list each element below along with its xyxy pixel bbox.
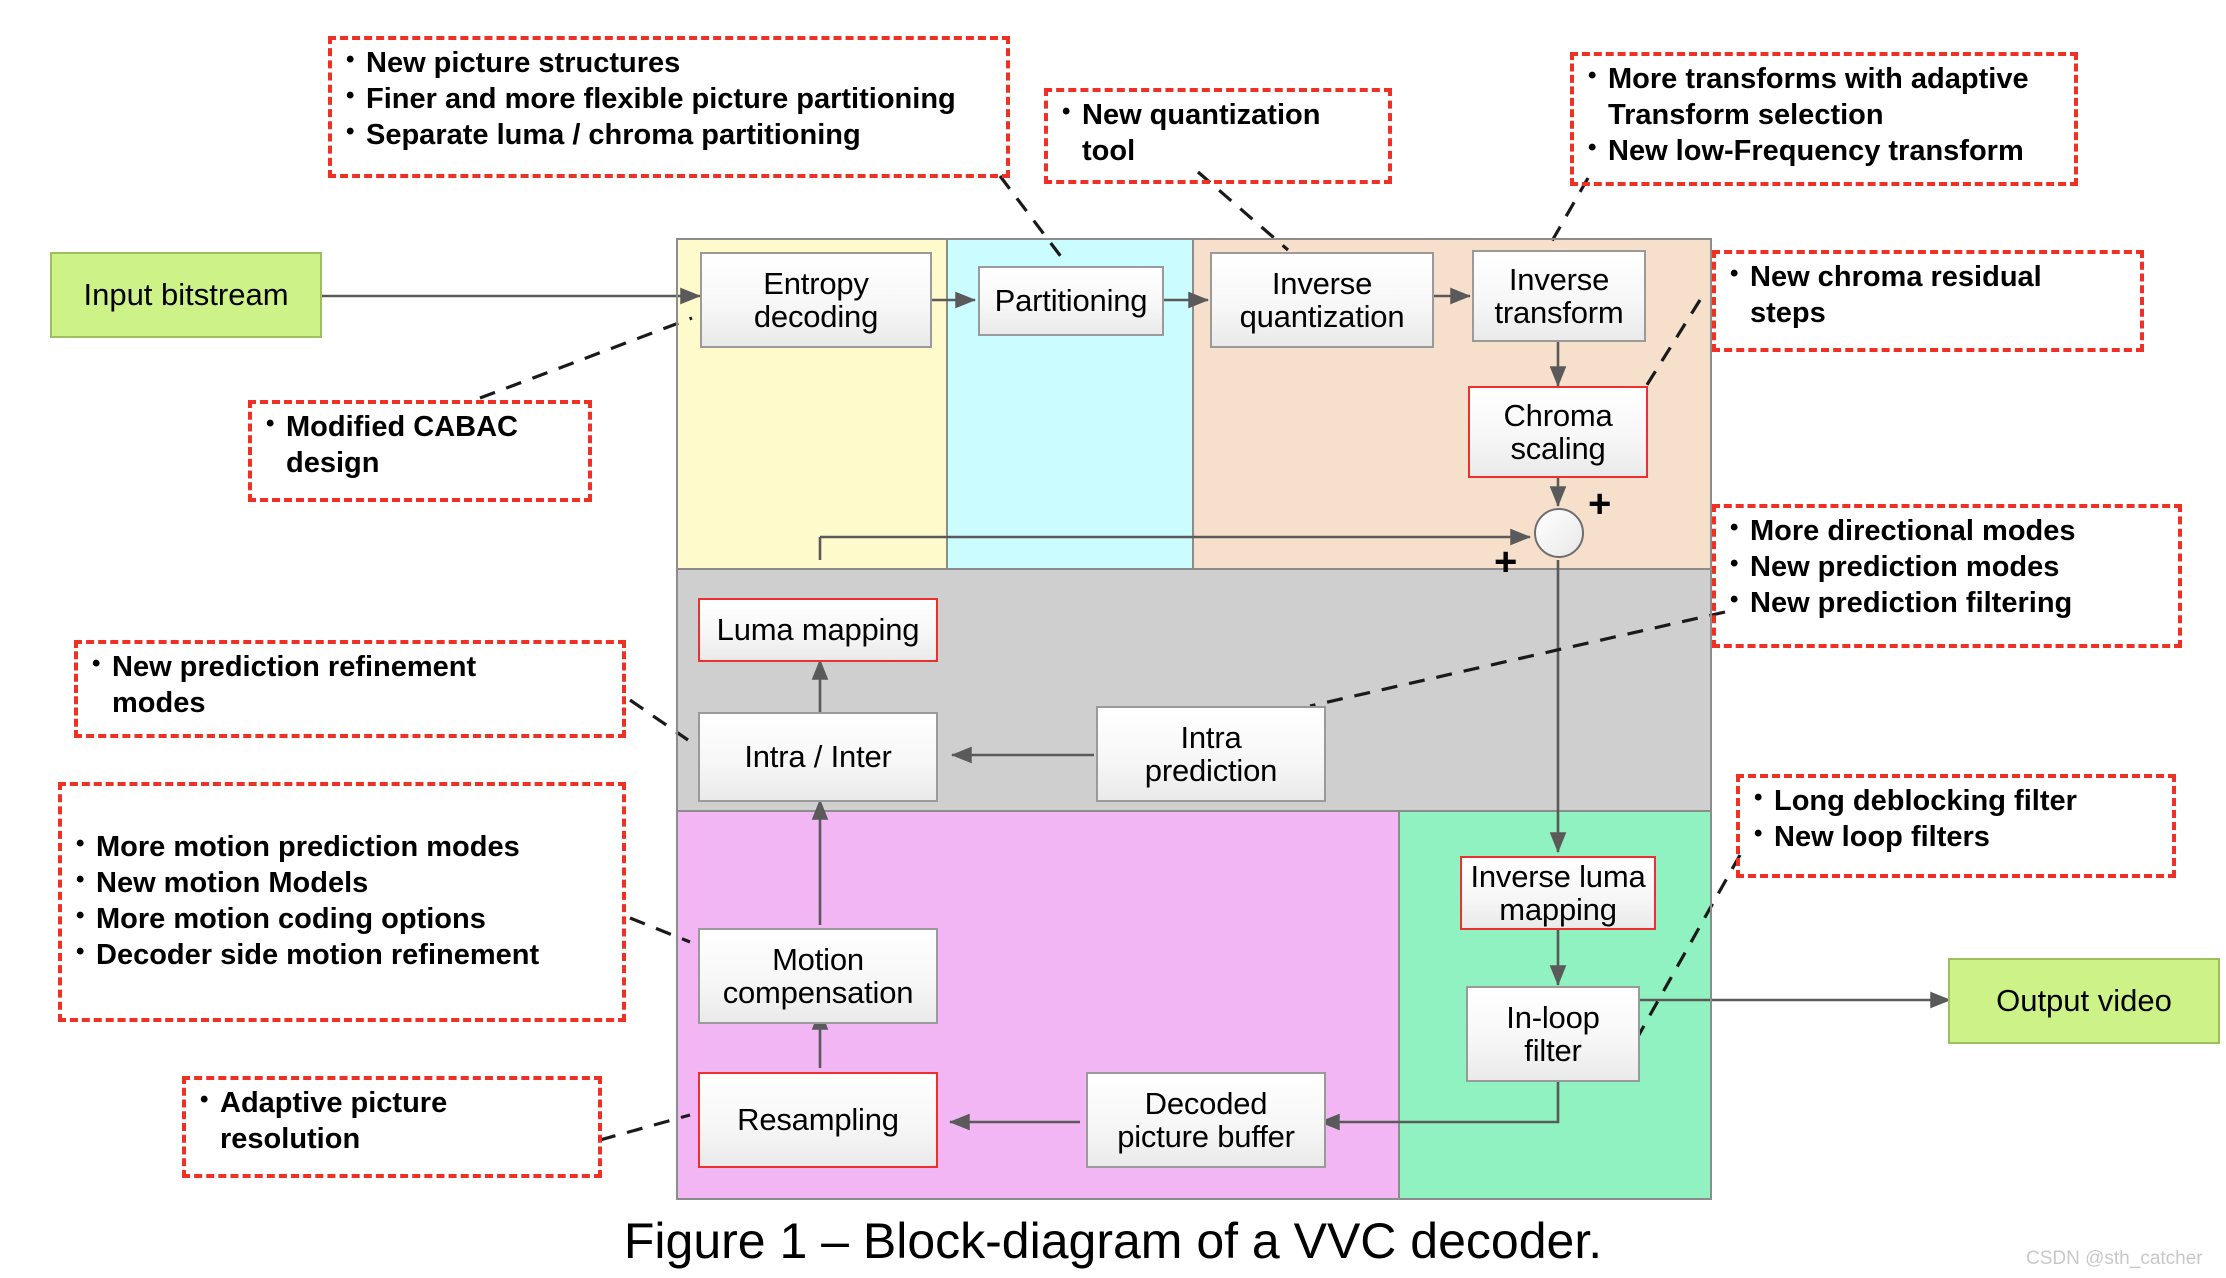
block-in-loop-filter-label: In-loop filter [1506, 999, 1600, 1068]
callout-prediction-modes-list: More directional modes New prediction mo… [1728, 513, 2168, 622]
callout-picture-structures-list: New picture structures Finer and more fl… [344, 45, 996, 154]
callout-prediction-refinement: New prediction refinement modes [74, 640, 626, 738]
block-entropy-decoding-label: Entropy decoding [753, 265, 879, 334]
callout-item: New low-Frequency transform [1586, 133, 2064, 170]
callout-chroma-residual: New chroma residual steps [1712, 250, 2144, 352]
callout-item: More motion coding options [74, 901, 612, 938]
block-inverse-transform-label: Inverse transform [1494, 261, 1624, 330]
block-intra-prediction: Intra prediction [1096, 706, 1326, 802]
callout-item: More transforms with adaptive Transform … [1586, 61, 2064, 134]
callout-item: More directional modes [1728, 513, 2168, 550]
callout-cabac-list: Modified CABAC design [264, 409, 578, 482]
adder-node [1534, 508, 1584, 558]
callout-item: New loop filters [1752, 819, 2162, 856]
block-intra-inter-label: Intra / Inter [744, 739, 892, 775]
block-intra-inter: Intra / Inter [698, 712, 938, 802]
callout-item: Modified CABAC design [264, 409, 578, 482]
callout-quantization-list: New quantization tool [1060, 97, 1378, 170]
callout-transforms-list: More transforms with adaptive Transform … [1586, 61, 2064, 170]
callout-adaptive-resolution-list: Adaptive picture resolution [198, 1085, 588, 1158]
block-inverse-transform: Inverse transform [1472, 250, 1646, 342]
callout-item: New quantization tool [1060, 97, 1378, 170]
watermark-label: CSDN @sth_catcher [2026, 1248, 2203, 1269]
callout-item: New prediction refinement modes [90, 649, 612, 722]
block-intra-prediction-label: Intra prediction [1144, 719, 1278, 788]
block-motion-compensation: Motion compensation [698, 928, 938, 1024]
callout-item: More motion prediction modes [74, 829, 612, 866]
block-inverse-quantization: Inverse quantization [1210, 252, 1434, 348]
block-partitioning: Partitioning [978, 266, 1164, 336]
callout-item: New prediction modes [1728, 549, 2168, 586]
output-video-block: Output video [1948, 958, 2220, 1044]
block-inverse-luma-mapping-label: Inverse luma mapping [1470, 858, 1646, 927]
adder-plus-left: + [1494, 540, 1518, 584]
block-decoded-picture-buffer: Decoded picture buffer [1086, 1072, 1326, 1168]
callout-motion-list: More motion prediction modes New motion … [74, 829, 612, 974]
block-luma-mapping: Luma mapping [698, 598, 938, 662]
block-chroma-scaling-label: Chroma scaling [1503, 397, 1613, 466]
callout-item: New chroma residual steps [1728, 259, 2130, 332]
callout-motion: More motion prediction modes New motion … [58, 782, 626, 1022]
block-resampling: Resampling [698, 1072, 938, 1168]
adder-plus-top: + [1588, 482, 1612, 526]
callout-loop-filters: Long deblocking filter New loop filters [1736, 774, 2176, 878]
output-video-label: Output video [1996, 983, 2172, 1018]
callout-item: New prediction filtering [1728, 585, 2168, 622]
callout-loop-filters-list: Long deblocking filter New loop filters [1752, 783, 2162, 856]
input-bitstream-label: Input bitstream [83, 277, 289, 312]
block-chroma-scaling: Chroma scaling [1468, 386, 1648, 478]
block-partitioning-label: Partitioning [994, 283, 1148, 319]
callout-transforms: More transforms with adaptive Transform … [1570, 52, 2078, 186]
callout-item: New picture structures [344, 45, 996, 82]
callout-item: Separate luma / chroma partitioning [344, 117, 996, 154]
block-in-loop-filter: In-loop filter [1466, 986, 1640, 1082]
figure-caption: Figure 1 – Block-diagram of a VVC decode… [623, 1213, 1603, 1269]
block-entropy-decoding: Entropy decoding [700, 252, 932, 348]
callout-item: Adaptive picture resolution [198, 1085, 588, 1158]
callout-prediction-modes: More directional modes New prediction mo… [1712, 504, 2182, 648]
block-inverse-quantization-label: Inverse quantization [1239, 265, 1405, 334]
callout-chroma-residual-list: New chroma residual steps [1728, 259, 2130, 332]
input-bitstream-block: Input bitstream [50, 252, 322, 338]
callout-quantization: New quantization tool [1044, 88, 1392, 184]
callout-item: Finer and more flexible picture partitio… [344, 81, 996, 118]
block-decoded-picture-buffer-label: Decoded picture buffer [1117, 1085, 1295, 1154]
callout-adaptive-resolution: Adaptive picture resolution [182, 1076, 602, 1178]
callout-cabac: Modified CABAC design [248, 400, 592, 502]
callout-picture-structures: New picture structures Finer and more fl… [328, 36, 1010, 178]
callout-item: New motion Models [74, 865, 612, 902]
block-inverse-luma-mapping: Inverse luma mapping [1460, 856, 1656, 930]
block-motion-compensation-label: Motion compensation [722, 941, 914, 1010]
block-luma-mapping-label: Luma mapping [716, 612, 920, 648]
callout-item: Long deblocking filter [1752, 783, 2162, 820]
callout-prediction-refinement-list: New prediction refinement modes [90, 649, 612, 722]
callout-item: Decoder side motion refinement [74, 937, 612, 974]
block-resampling-label: Resampling [737, 1102, 899, 1138]
